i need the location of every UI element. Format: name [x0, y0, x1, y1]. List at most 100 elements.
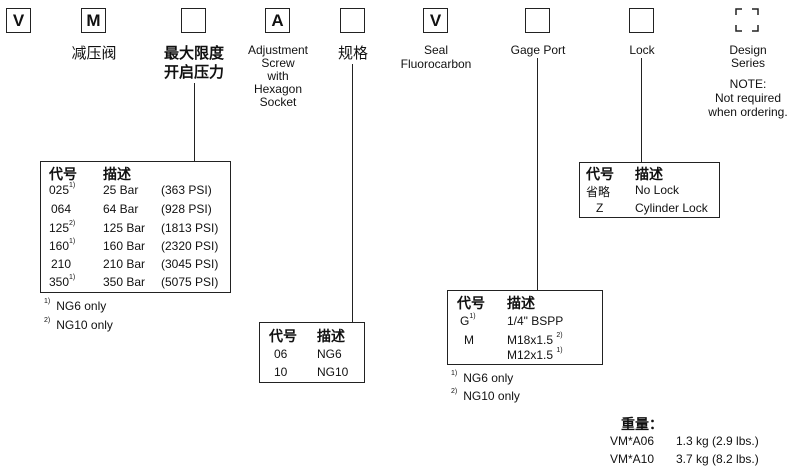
table-cell-code: 1601)	[49, 238, 76, 253]
table-cell-desc: No Lock	[635, 183, 680, 197]
footnote-text: NG10 only	[463, 389, 520, 403]
table-cell-code: 10	[274, 365, 288, 379]
table-cell-code: 0251)	[49, 182, 76, 197]
table-cell-desc: NG10	[317, 365, 349, 379]
table-header-code: 代号	[49, 166, 77, 182]
footnote-mark: 1)	[69, 238, 76, 245]
pressure-footnote-2: 2)NG10 only	[44, 317, 113, 332]
gage-footnote-2: 2) NG10 only	[451, 388, 520, 403]
code-box-a: A	[265, 8, 290, 33]
table-cell-code: 064	[51, 202, 72, 216]
table-cell-bar: 350 Bar	[103, 275, 146, 289]
code-value: G	[460, 314, 470, 328]
code-box-v2: V	[423, 8, 448, 33]
size-label: 规格	[337, 45, 368, 62]
pressure-footnote-1: 1) NG6 only	[44, 298, 107, 313]
table-cell-psi: (1813 PSI)	[161, 221, 219, 235]
table-cell-desc: Cylinder Lock	[635, 201, 708, 215]
max-opening-pressure-label-1: 最大限度	[163, 45, 224, 62]
table-header-desc: 描述	[635, 166, 663, 182]
table-cell-code: G1)	[460, 313, 476, 328]
adjustment-label-5: Socket	[259, 95, 297, 109]
code-value: 350	[49, 275, 70, 289]
table-cell-desc: NG6	[317, 347, 342, 361]
table-cell-desc: M12x1.5 1)	[507, 347, 563, 362]
adjustment-label-4: Hexagon	[253, 82, 303, 96]
code-letter: V	[12, 11, 25, 30]
lock-table: 代号 描述 省略 No Lock Z Cylinder Lock	[579, 162, 720, 218]
table-header-desc: 描述	[103, 166, 131, 182]
size-table: 代号 描述 06 NG6 10 NG10	[259, 322, 365, 383]
footnote-mark: 2)	[451, 388, 458, 395]
design-series-label-2: Series	[730, 56, 765, 70]
table-cell-psi: (363 PSI)	[161, 183, 212, 197]
code-value: 160	[49, 239, 70, 253]
code-box-m: M	[81, 8, 106, 33]
weight-title: 重量：	[621, 416, 663, 432]
table-cell-desc: 1/4" BSPP	[507, 314, 564, 328]
table-header-code: 代号	[586, 166, 614, 182]
table-header-desc: 描述	[507, 295, 535, 311]
code-box-pressure	[181, 8, 206, 33]
adjustment-label-1: Adjustment	[247, 43, 309, 57]
code-value: 025	[49, 183, 70, 197]
weight-value: 3.7 kg (8.2 lbs.)	[676, 452, 759, 466]
weight-model: VM*A10	[610, 452, 655, 466]
code-value: 125	[49, 221, 70, 235]
table-cell-code: 1252)	[49, 220, 76, 235]
table-cell-code: 省略	[586, 185, 611, 199]
footnote-mark: 2)	[69, 220, 76, 227]
table-cell-bar: 64 Bar	[103, 202, 139, 216]
design-series-label-1: Design	[729, 43, 767, 57]
table-cell-bar: 210 Bar	[103, 257, 146, 271]
table-cell-code: 210	[51, 257, 72, 271]
table-cell-psi: (928 PSI)	[161, 202, 212, 216]
note-label-3: when ordering.	[708, 105, 788, 119]
note-label-2: Not required	[714, 91, 782, 105]
code-box-size	[340, 8, 365, 33]
gage-port-label: Gage Port	[510, 43, 566, 57]
table-cell-bar: 160 Bar	[103, 239, 146, 253]
footnote-mark: 1)	[556, 347, 563, 354]
footnote-text: NG6 only	[56, 299, 107, 313]
adjustment-label-3: with	[267, 69, 289, 83]
footnote-mark: 2)	[556, 332, 563, 339]
footnote-mark: 1)	[69, 274, 76, 281]
footnote-mark: 1)	[469, 313, 476, 320]
note-label-1: NOTE:	[729, 77, 767, 91]
lock-label: Lock	[629, 43, 655, 57]
pressure-reducing-valve-label: 减压阀	[71, 45, 117, 62]
gage-footnote-1: 1) NG6 only	[451, 370, 514, 385]
table-cell-code: 3501)	[49, 274, 76, 289]
table-cell-psi: (3045 PSI)	[161, 257, 219, 271]
code-letter: V	[429, 11, 442, 30]
footnote-mark: 1)	[69, 182, 76, 189]
desc-value: M12x1.5	[507, 348, 554, 362]
table-cell-code: M	[464, 333, 474, 347]
footnote-mark: 1)	[451, 370, 458, 377]
table-cell-bar: 125 Bar	[103, 221, 146, 235]
footnote-mark: 1)	[44, 298, 51, 305]
code-box-v: V	[6, 8, 31, 33]
footnote-mark: 2)	[44, 317, 51, 324]
table-header-code: 代号	[269, 328, 297, 344]
seal-label-1: Seal	[423, 43, 449, 57]
desc-value: M18x1.5	[507, 333, 554, 347]
table-cell-code: Z	[596, 201, 604, 215]
max-opening-pressure-label-2: 开启压力	[163, 64, 224, 81]
footnote-text: NG6 only	[463, 371, 514, 385]
code-box-lock	[629, 8, 654, 33]
seal-label-2: Fluorocarbon	[400, 57, 472, 71]
table-header-code: 代号	[457, 295, 485, 311]
leader-line-pressure	[194, 83, 195, 161]
code-box-design-series	[735, 8, 759, 32]
table-cell-desc: M18x1.5 2)	[507, 332, 563, 347]
leader-line-gage	[537, 58, 538, 290]
table-cell-psi: (5075 PSI)	[161, 275, 219, 289]
adjustment-label-2: Screw	[261, 56, 295, 70]
gage-port-table: 代号 描述 G1) 1/4" BSPP M M18x1.5 2) M12x1.5…	[447, 290, 603, 365]
table-header-desc: 描述	[317, 328, 345, 344]
code-letter: M	[86, 11, 101, 30]
table-cell-bar: 25 Bar	[103, 183, 139, 197]
code-box-gage	[525, 8, 550, 33]
